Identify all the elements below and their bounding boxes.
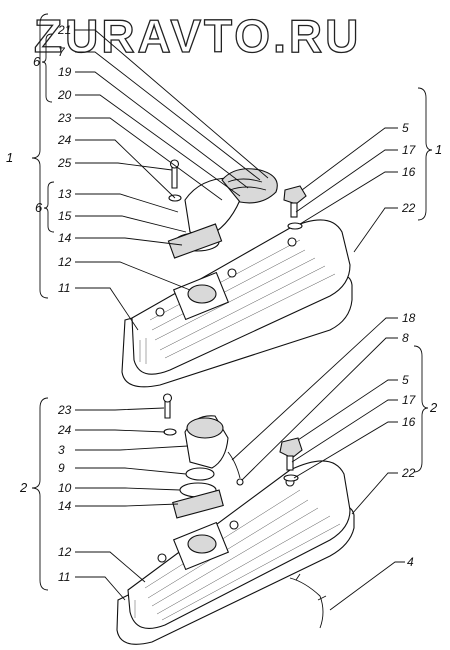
callout-13: 13 — [58, 187, 72, 201]
callout-24-lower: 24 — [57, 423, 72, 437]
callout-19: 19 — [58, 65, 72, 79]
callout-11-lower: 11 — [58, 570, 70, 584]
callout-17-lower: 17 — [402, 393, 417, 407]
callout-3: 3 — [58, 443, 65, 457]
brace-6-middle — [43, 181, 55, 233]
stud-hole-b-upper — [227, 268, 237, 278]
brace-2-left — [31, 397, 49, 591]
valve-cover-upper — [131, 219, 351, 375]
cap-nut-stem-lower — [286, 455, 294, 471]
neck-cap-lower — [186, 417, 224, 439]
callout-10: 10 — [58, 481, 72, 495]
brace-1-left — [31, 13, 49, 299]
gasket-14-lower — [172, 489, 224, 519]
group-label-6-middle: 6 — [35, 200, 43, 215]
callout-9: 9 — [58, 461, 65, 475]
callout-12: 12 — [58, 255, 72, 269]
cover-ribs-upper — [139, 239, 336, 364]
callout-20: 20 — [57, 88, 72, 102]
cable-4 — [289, 577, 324, 629]
callout-12-lower: 12 — [58, 545, 72, 559]
cap-nut-5-lower — [279, 437, 303, 459]
brace-2-right — [413, 345, 429, 473]
callout-5-upper: 5 — [402, 121, 409, 135]
cap-nut-5-upper — [283, 185, 307, 205]
bolt-head-25-upper — [169, 159, 180, 169]
callout-24: 24 — [57, 133, 72, 147]
callout-8: 8 — [402, 331, 409, 345]
callout-23-lower: 23 — [57, 403, 72, 417]
group-label-2-left: 2 — [19, 480, 28, 495]
stud-hole-a-upper — [155, 307, 165, 317]
filler-opening-upper — [187, 284, 217, 304]
callout-22-upper: 22 — [401, 201, 416, 215]
callout-5-lower: 5 — [402, 373, 409, 387]
group-label-1-right: 1 — [435, 142, 442, 157]
callout-14: 14 — [58, 231, 72, 245]
bolt-head-23-lower — [162, 393, 173, 403]
callout-25: 25 — [57, 156, 72, 170]
valve-cover-lower — [127, 460, 351, 629]
group-label-6-upper: 6 — [33, 54, 41, 69]
watermark-text: ZURAVTO.RU — [34, 10, 361, 62]
cap-nut-stem-upper — [290, 202, 298, 218]
breather-cap-upper — [221, 168, 278, 204]
clamp-9-lower — [185, 467, 215, 481]
brace-1-right — [417, 87, 433, 221]
callout-11: 11 — [58, 281, 70, 295]
stud-hole-c-upper — [287, 237, 297, 247]
callout-21: 21 — [57, 23, 71, 37]
upper-valve-cover-assembly — [121, 159, 353, 388]
group-label-1-left: 1 — [6, 150, 13, 165]
washer-24-lower — [163, 428, 177, 436]
bolt-23-lower — [164, 399, 171, 419]
filler-opening-lower — [187, 534, 217, 554]
callout-17-upper: 17 — [402, 143, 417, 157]
callout-4: 4 — [407, 555, 414, 569]
clip-8 — [236, 478, 244, 486]
callout-23: 23 — [57, 111, 72, 125]
callout-22-lower: 22 — [401, 466, 416, 480]
stud-hole-b-lower — [229, 520, 239, 530]
bolt-25-upper — [171, 165, 178, 189]
callout-14-lower: 14 — [58, 499, 72, 513]
stud-hole-a-lower — [157, 553, 167, 563]
seal-16-upper — [287, 222, 303, 230]
group-braces — [31, 13, 433, 591]
seal-16-lower — [283, 474, 299, 482]
brace-6-upper — [41, 33, 53, 103]
callout-7: 7 — [58, 45, 66, 59]
callout-16-upper: 16 — [402, 165, 416, 179]
callout-16-lower: 16 — [402, 415, 416, 429]
callout-15: 15 — [58, 209, 72, 223]
gasket-14-upper — [167, 223, 223, 259]
group-label-2-right: 2 — [429, 400, 438, 415]
lower-valve-cover-assembly — [116, 393, 355, 645]
vent-tube-18 — [227, 451, 241, 479]
callout-18: 18 — [402, 311, 416, 325]
leader-lines — [75, 29, 405, 611]
